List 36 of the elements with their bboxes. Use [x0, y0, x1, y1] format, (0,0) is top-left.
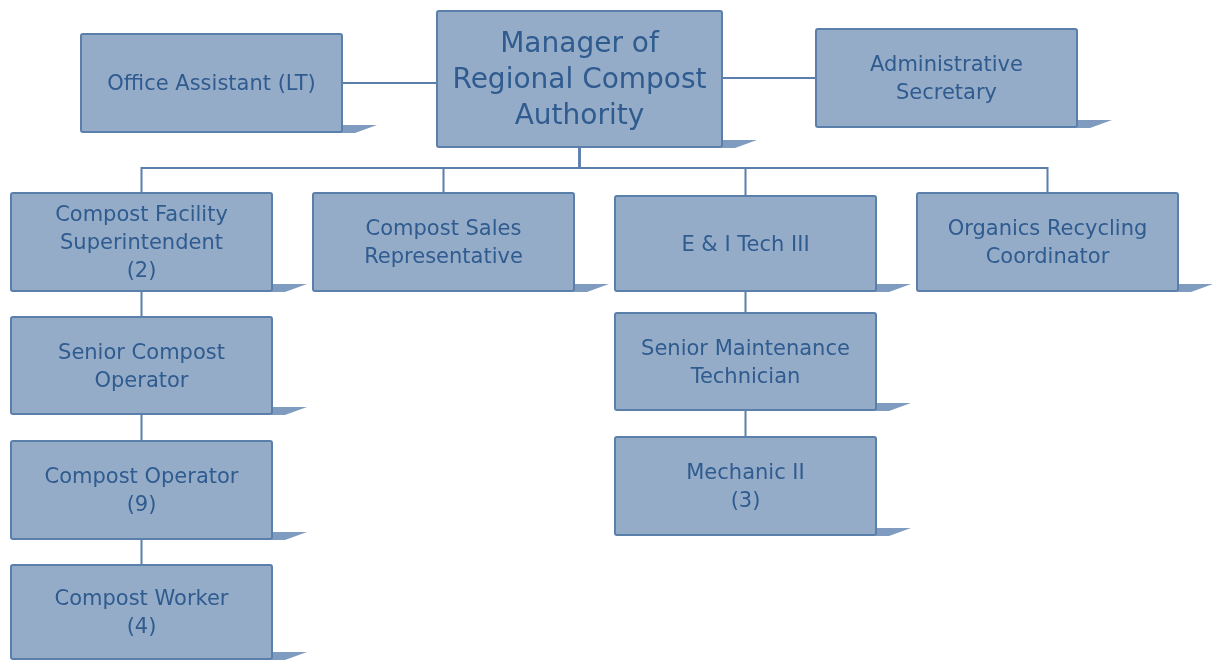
connector-line — [140, 291, 143, 317]
position-title: (4) — [126, 613, 157, 640]
position-title: Mechanic II — [686, 459, 805, 486]
position-box — [916, 192, 1179, 292]
connector-line — [722, 77, 816, 79]
position-box — [614, 312, 877, 411]
connector-line — [140, 414, 143, 441]
position-title: (2) — [126, 257, 157, 284]
position-box — [10, 564, 273, 660]
position-box — [10, 440, 273, 540]
position-title: E & I Tech III — [681, 230, 810, 258]
position-box — [312, 192, 575, 292]
position-title: Compost Facility Superintendent — [54, 201, 229, 256]
position-title: (9) — [126, 491, 157, 518]
position-title: Compost Operator — [44, 463, 239, 490]
position-box — [436, 10, 723, 148]
position-box — [614, 195, 877, 292]
position-title: Administrative Secretary — [869, 51, 1024, 106]
position-title: Manager of Regional Compost Authority — [451, 25, 708, 133]
connector-line — [140, 539, 143, 565]
position-title: Compost Worker — [54, 585, 229, 612]
connector-line — [744, 291, 747, 313]
position-title: Senior Compost Operator — [57, 338, 226, 394]
position-box — [80, 33, 343, 133]
position-title: Senior Maintenance Technician — [640, 334, 851, 390]
position-title: (3) — [730, 487, 761, 514]
position-box — [815, 28, 1078, 128]
position-box — [10, 316, 273, 415]
position-title: Compost Sales Representative — [363, 215, 524, 270]
position-title: Organics Recycling Coordinator — [946, 215, 1149, 270]
connector-line — [342, 82, 437, 84]
position-box — [10, 192, 273, 292]
position-box — [614, 436, 877, 536]
connector-line — [578, 147, 1049, 193]
connector-line — [744, 410, 747, 437]
position-title: Office Assistant (LT) — [107, 70, 316, 97]
